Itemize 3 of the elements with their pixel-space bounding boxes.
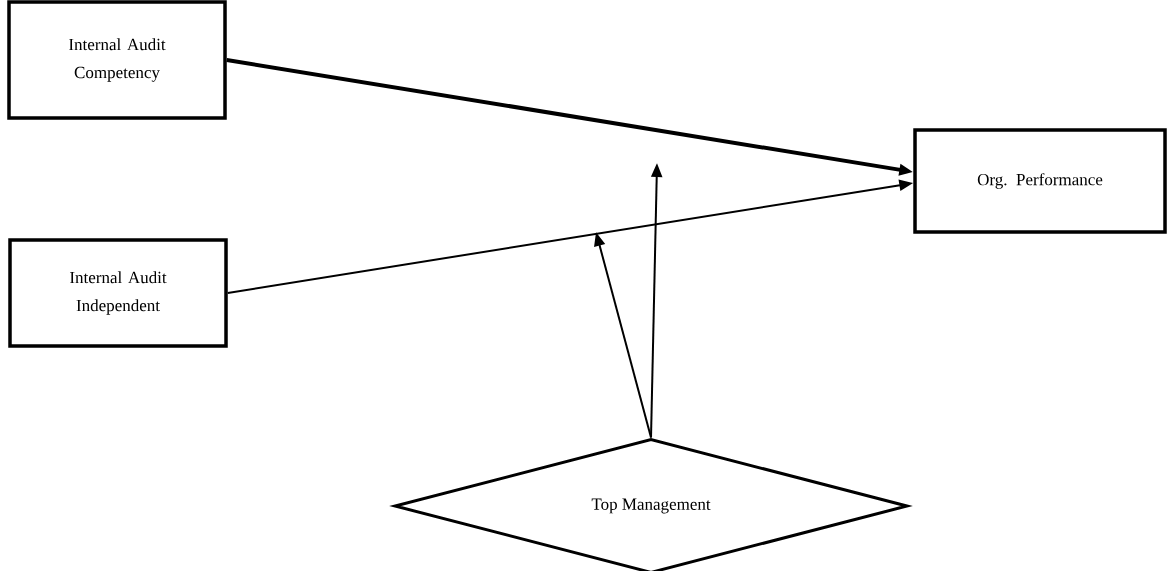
process-box: Internal Audit Independent	[8, 238, 228, 348]
process-box: Internal Audit Competency	[7, 0, 227, 120]
process-box: Org. Performance	[913, 128, 1167, 234]
